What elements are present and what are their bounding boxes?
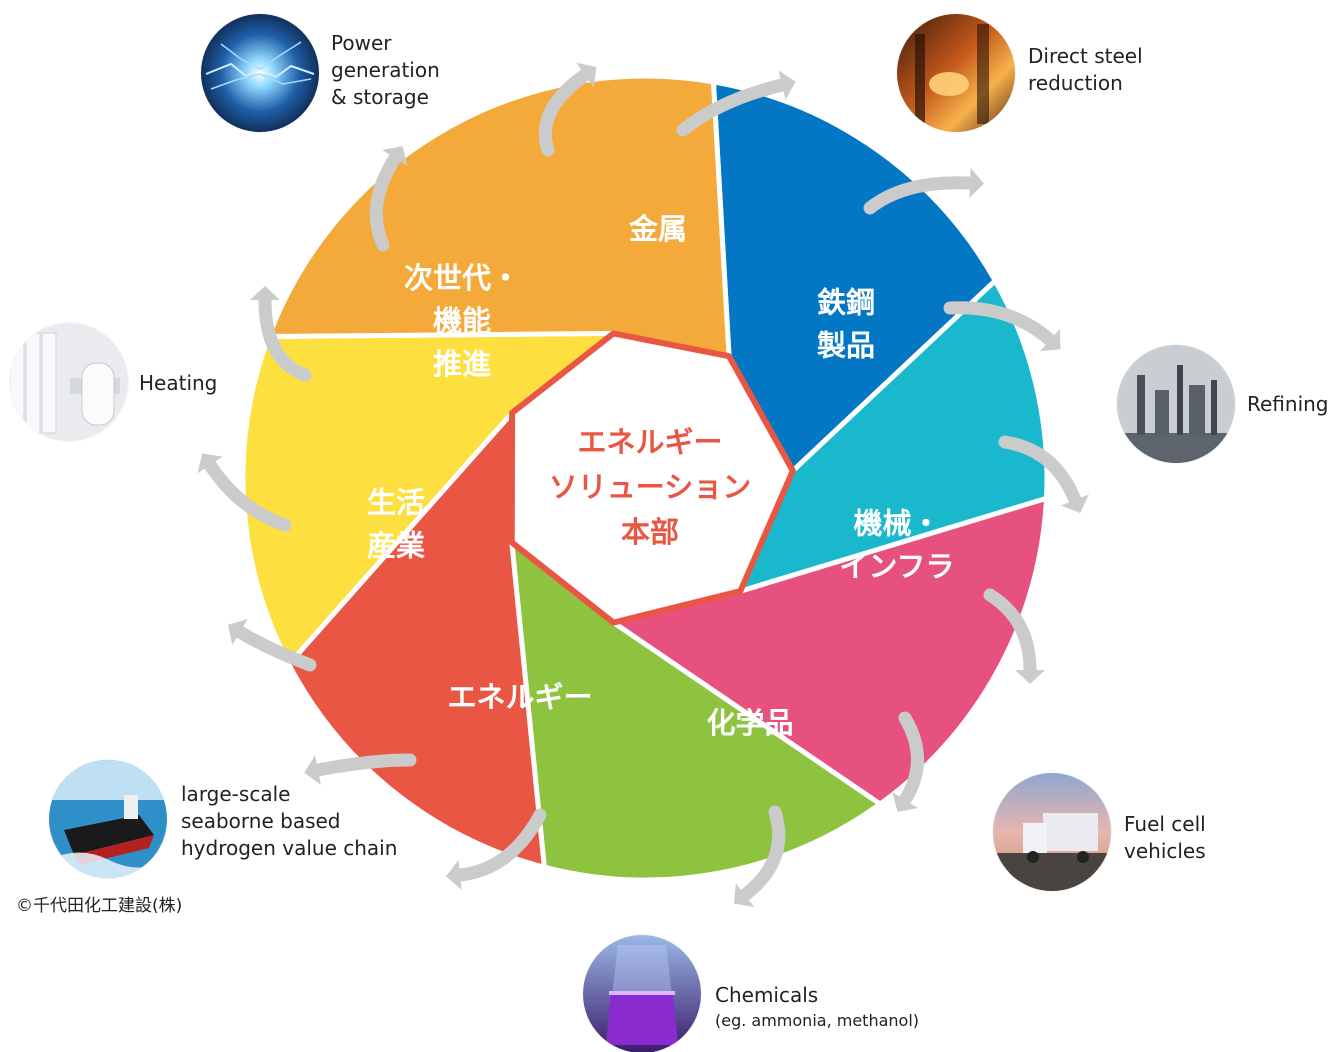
cycle-arrow	[998, 435, 1089, 513]
refinery-photo	[1117, 345, 1235, 463]
ship-photo	[49, 760, 167, 878]
segment-machinery	[610, 495, 1049, 807]
segment-label-life: 産業	[367, 529, 425, 563]
segment-label-nextgen: 推進	[433, 347, 491, 381]
cycle-arrow	[446, 808, 547, 890]
lightning-photo	[201, 14, 319, 132]
segment-label-steel: 鉄鋼	[817, 286, 875, 320]
cycle-arrow	[538, 62, 597, 157]
center-heptagon	[508, 330, 796, 626]
segment-label-machinery: 機械・	[853, 507, 940, 541]
cycle-arrow	[733, 805, 786, 907]
cycle-arrow	[197, 453, 292, 532]
cycle-arrow	[983, 588, 1045, 684]
cycle-arrow	[892, 711, 924, 812]
segment-chemicals	[509, 539, 883, 883]
segment-label-machinery: インフラ	[839, 550, 954, 584]
copyright-text: ©千代田化工建設(株)	[16, 896, 183, 916]
label-fuel-cell: Fuel cell vehicles	[1124, 812, 1206, 863]
segment-label-nextgen: 次世代・	[404, 261, 520, 295]
segment-label-energy: エネルギー	[447, 680, 592, 714]
segment-label-life: 生活	[367, 486, 425, 520]
segment-nextgen	[266, 73, 732, 359]
cycle-arrow	[369, 146, 408, 252]
steel-furnace-photo	[897, 14, 1015, 132]
cycle-arrow	[676, 70, 796, 137]
cycle-arrow	[250, 286, 312, 382]
label-chemicals: Chemicals (eg. ammonia, methanol)	[715, 983, 920, 1030]
truck-photo	[993, 773, 1111, 891]
center-label: 本部	[621, 515, 679, 549]
segment-steel	[737, 278, 1050, 594]
center-label: ソリューション	[549, 470, 751, 504]
cycle-arrow	[943, 301, 1061, 352]
center-label: エネルギー	[577, 425, 722, 459]
segment-label-nextgen: 機能	[433, 304, 491, 338]
segment-label-steel: 製品	[817, 329, 875, 363]
label-power: Power generation & storage	[331, 31, 440, 109]
label-heating: Heating	[139, 371, 218, 395]
cycle-arrow	[304, 753, 417, 785]
cycle-arrow	[227, 619, 317, 672]
radiator-photo	[10, 323, 128, 441]
flask-photo	[583, 935, 701, 1052]
segment-label-chemicals: 化学品	[706, 706, 793, 740]
cycle-arrow	[863, 168, 984, 215]
label-refining: Refining	[1247, 392, 1329, 416]
label-hydrogen-chain: large-scale seaborne based hydrogen valu…	[181, 782, 398, 860]
label-steel-reduction: Direct steel reduction	[1028, 44, 1143, 95]
segment-label-metal: 金属	[628, 212, 687, 246]
